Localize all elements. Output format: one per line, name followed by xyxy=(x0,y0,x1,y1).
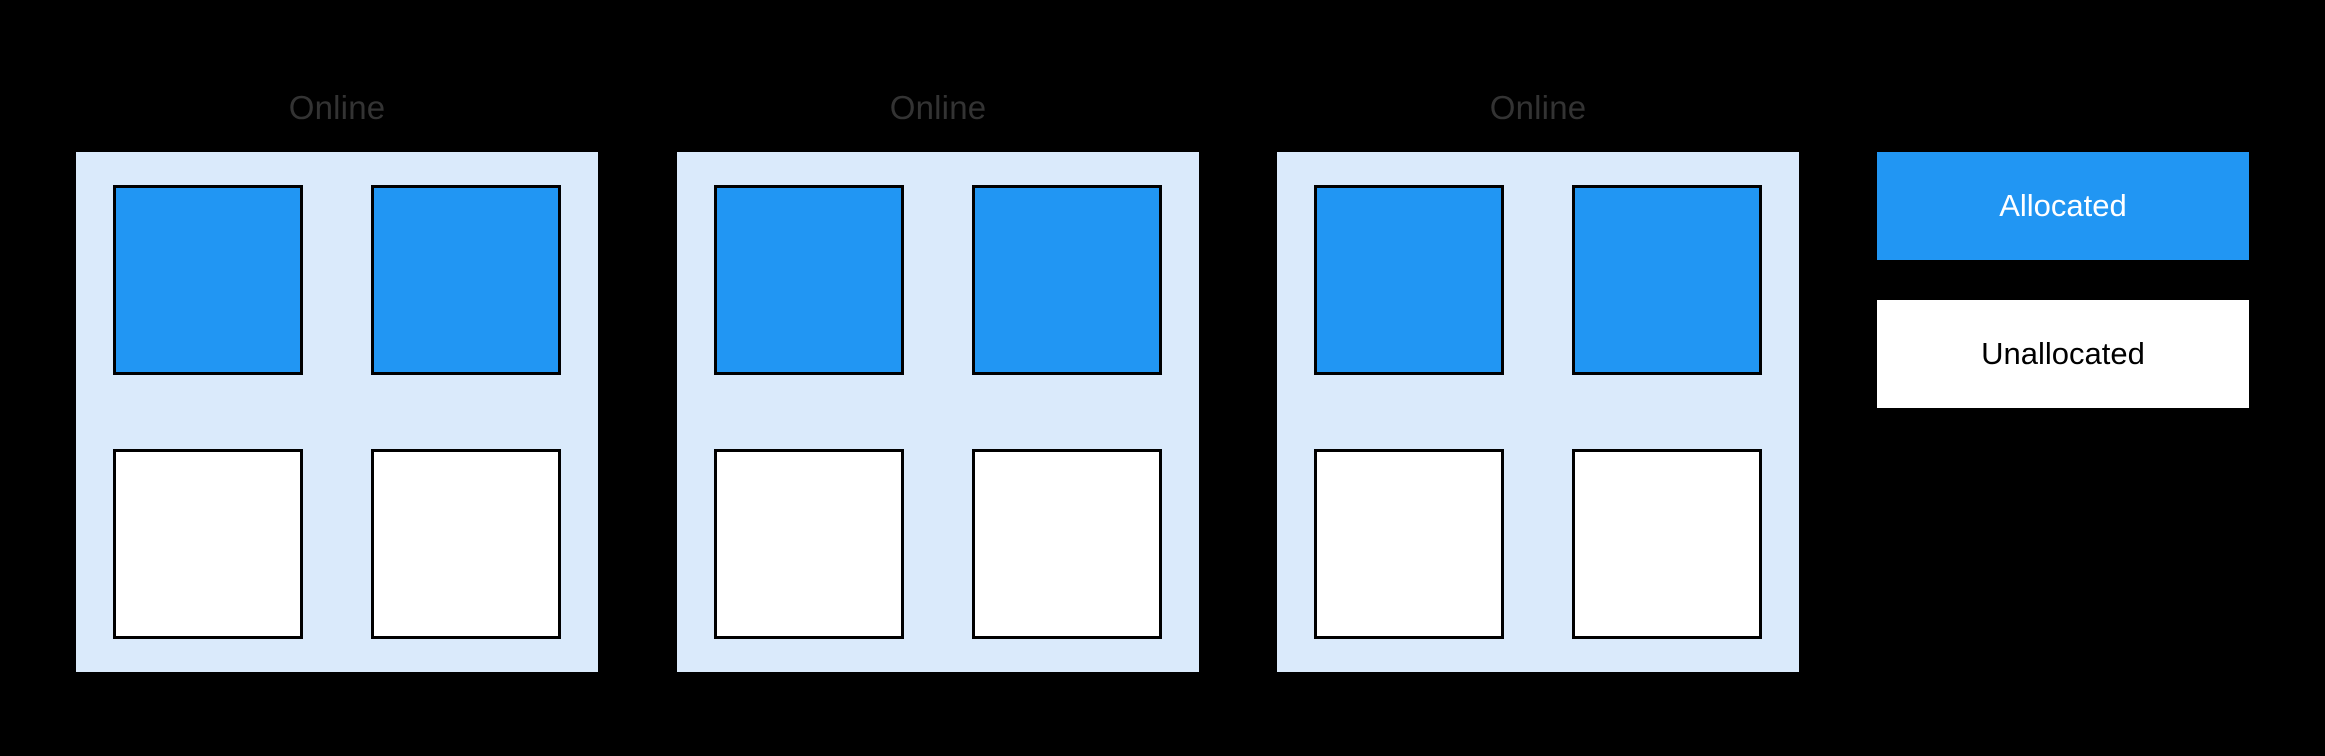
slot-unallocated[interactable] xyxy=(972,449,1162,639)
node-group-1[interactable]: Online xyxy=(76,0,598,680)
legend-item-allocated[interactable]: Allocated xyxy=(1877,152,2249,260)
slot-allocated[interactable] xyxy=(1572,185,1762,375)
slot-unallocated[interactable] xyxy=(714,449,904,639)
legend-label-unallocated: Unallocated xyxy=(1981,336,2145,371)
node-status-label: Online xyxy=(889,89,987,126)
legend-label-allocated: Allocated xyxy=(1999,188,2127,223)
node-group-3[interactable]: Online xyxy=(1277,0,1799,680)
slot-unallocated[interactable] xyxy=(113,449,303,639)
slot-unallocated[interactable] xyxy=(371,449,561,639)
slot-unallocated[interactable] xyxy=(1572,449,1762,639)
node-status-label: Online xyxy=(288,89,386,126)
node-panel[interactable] xyxy=(1277,152,1799,672)
slot-grid xyxy=(113,185,561,639)
slot-allocated[interactable] xyxy=(113,185,303,375)
slot-allocated[interactable] xyxy=(371,185,561,375)
slot-unallocated[interactable] xyxy=(1314,449,1504,639)
slot-grid xyxy=(1314,185,1762,639)
slot-allocated[interactable] xyxy=(1314,185,1504,375)
node-panel[interactable] xyxy=(76,152,598,672)
slot-grid xyxy=(714,185,1162,639)
slot-allocated[interactable] xyxy=(972,185,1162,375)
slot-allocated[interactable] xyxy=(714,185,904,375)
legend-item-unallocated[interactable]: Unallocated xyxy=(1877,300,2249,408)
node-status-label: Online xyxy=(1489,89,1587,126)
node-group-2[interactable]: Online xyxy=(677,0,1199,680)
legend: Allocated Unallocated xyxy=(1877,152,2249,408)
node-panel[interactable] xyxy=(677,152,1199,672)
